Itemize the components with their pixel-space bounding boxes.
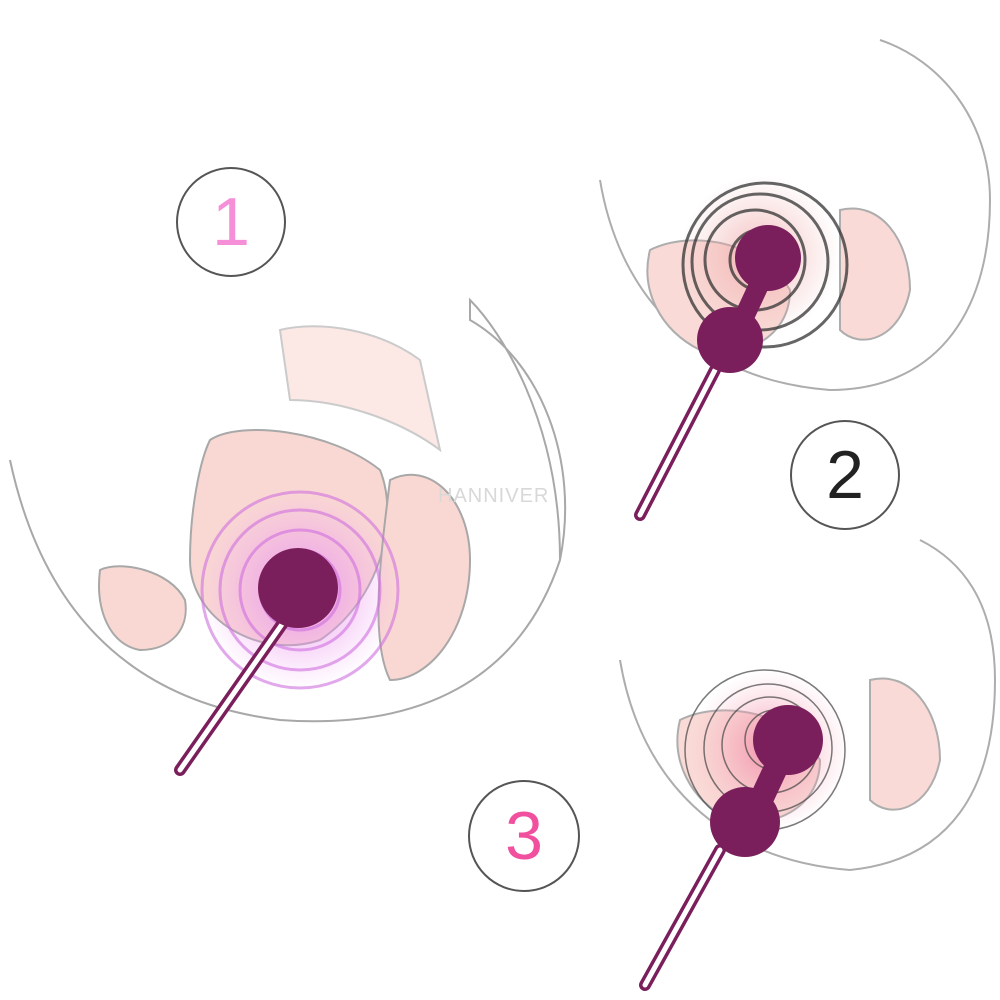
device-double-ball-2	[634, 225, 801, 521]
step-number-1: 1	[212, 184, 250, 260]
step-badge-3: 3	[468, 780, 580, 892]
step-number-2: 2	[826, 437, 864, 513]
step-number-3: 3	[505, 798, 543, 874]
step-badge-2: 2	[790, 420, 900, 530]
device-double-ball-3	[639, 705, 823, 991]
watermark: HANNIVER	[438, 485, 550, 507]
step-badge-1: 1	[176, 167, 286, 277]
device-single-ball	[174, 548, 338, 776]
